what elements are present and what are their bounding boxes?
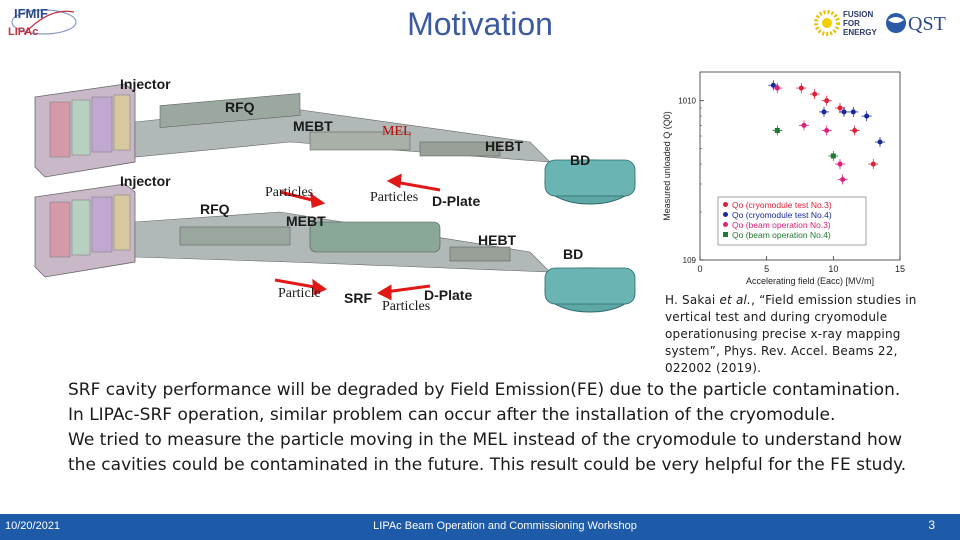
particle-arrow-3	[274, 278, 321, 290]
reference-details: , “Field emission studies in vertical te…	[665, 293, 917, 375]
legend-label: Qo (cryomodule test No.4)	[732, 210, 832, 220]
label-injector-bottom: Injector	[120, 173, 171, 189]
ifmif-lipac-logo: IFMIF LIPAc	[4, 2, 86, 42]
data-point	[798, 85, 804, 91]
plot-frame	[699, 71, 901, 261]
x-axis-label: Accelerating field (Eacc) [MV/m]	[746, 276, 874, 286]
reference-authors: H. Sakai	[665, 293, 720, 307]
y-tick-label: 1010	[678, 97, 696, 106]
ifmif-logo-text: IFMIF	[14, 6, 48, 21]
label-particle-3: Particle	[278, 286, 321, 301]
label-mebt-bottom: MEBT	[286, 213, 326, 229]
data-point	[770, 82, 776, 88]
y-axis-label: Measured unloaded Q (Q0)	[662, 111, 672, 221]
label-bd-bottom: BD	[563, 246, 584, 262]
data-point	[841, 109, 847, 115]
x-tick-label: 5	[764, 264, 769, 274]
reference-etal: et al.	[719, 293, 752, 307]
body-line-3: We tried to measure the particle moving …	[68, 430, 907, 475]
data-point	[824, 127, 830, 133]
page-title: Motivation	[407, 6, 553, 42]
legend-label: Qo (beam operation No.4)	[732, 230, 831, 240]
label-rfq-top: RFQ	[225, 99, 255, 115]
label-dplate-bottom: D-Plate	[424, 287, 473, 303]
qst-logo-text: QST	[908, 13, 946, 35]
reference-citation: H. Sakai et al., “Field emission studies…	[665, 292, 935, 377]
data-point	[830, 153, 836, 159]
lipac-logo-text: LIPAc	[8, 26, 38, 38]
label-dplate-top: D-Plate	[432, 193, 481, 209]
particle-arrow-1-head	[310, 192, 326, 209]
label-bd-top: BD	[570, 152, 591, 168]
particle-arrow-4-head	[376, 284, 392, 301]
label-particles-4: Particles	[382, 299, 431, 314]
data-point	[877, 139, 883, 145]
label-srf: SRF	[344, 290, 372, 306]
data-point	[850, 109, 856, 115]
data-point	[837, 105, 843, 111]
data-point	[870, 161, 876, 167]
particle-arrow-3-head	[312, 278, 328, 296]
page-number: 3	[928, 518, 935, 532]
x-tick-label: 10	[828, 264, 838, 274]
legend-box	[717, 196, 867, 246]
legend-label: Qo (cryomodule test No.3)	[732, 200, 832, 210]
particle-arrow-2	[394, 180, 441, 192]
label-hebt-top: HEBT	[485, 138, 524, 154]
label-mebt-top: MEBT	[293, 118, 333, 134]
chart-legend: Qo (cryomodule test No.3)Qo (cryomodule …	[717, 196, 867, 246]
label-rfq-bottom: RFQ	[200, 201, 230, 217]
data-point	[774, 127, 780, 133]
accelerator-bottom	[34, 183, 636, 313]
data-point	[821, 109, 827, 115]
x-tick-label: 15	[895, 264, 905, 274]
legend-marker	[723, 232, 728, 237]
data-point	[852, 127, 858, 133]
f4e-line-1: FUSION	[843, 10, 873, 19]
particle-arrow-4	[384, 284, 431, 294]
footer-bar: 10/20/2021 LIPAc Beam Operation and Comm…	[0, 514, 960, 540]
fusion-for-energy-logo: FUSION FOR ENERGY	[812, 6, 882, 40]
data-point	[801, 122, 807, 128]
legend-label: Qo (beam operation No.3)	[732, 220, 831, 230]
accelerator-diagram	[30, 62, 660, 332]
qst-logo: QST	[884, 8, 956, 38]
data-point	[840, 177, 846, 183]
label-mel: MEL	[382, 124, 412, 139]
particle-arrow-2-head	[386, 173, 402, 189]
data-point	[824, 98, 830, 104]
f4e-line-3: ENERGY	[843, 28, 877, 37]
accelerator-top	[34, 83, 636, 205]
legend-marker	[723, 222, 728, 227]
data-point	[774, 85, 780, 91]
label-injector-top: Injector	[120, 76, 171, 92]
x-tick-label: 0	[697, 264, 702, 274]
y-tick-label: 109	[683, 256, 697, 265]
body-line-2: In LIPAc-SRF operation, similar problem …	[68, 405, 836, 425]
body-text: SRF cavity performance will be degraded …	[68, 378, 928, 478]
data-point	[812, 91, 818, 97]
footer-date: 10/20/2021	[5, 520, 61, 532]
data-point	[837, 161, 843, 167]
f4e-line-2: FOR	[843, 19, 860, 28]
legend-marker	[723, 202, 728, 207]
label-particles-2: Particles	[370, 190, 419, 205]
label-hebt-bottom: HEBT	[478, 232, 517, 248]
data-point	[864, 113, 870, 119]
label-particles-1: Particles	[265, 185, 314, 200]
legend-marker	[723, 212, 728, 217]
chart-points	[768, 80, 885, 185]
body-line-1: SRF cavity performance will be degraded …	[68, 380, 901, 400]
footer-workshop: LIPAc Beam Operation and Commissioning W…	[373, 520, 637, 532]
